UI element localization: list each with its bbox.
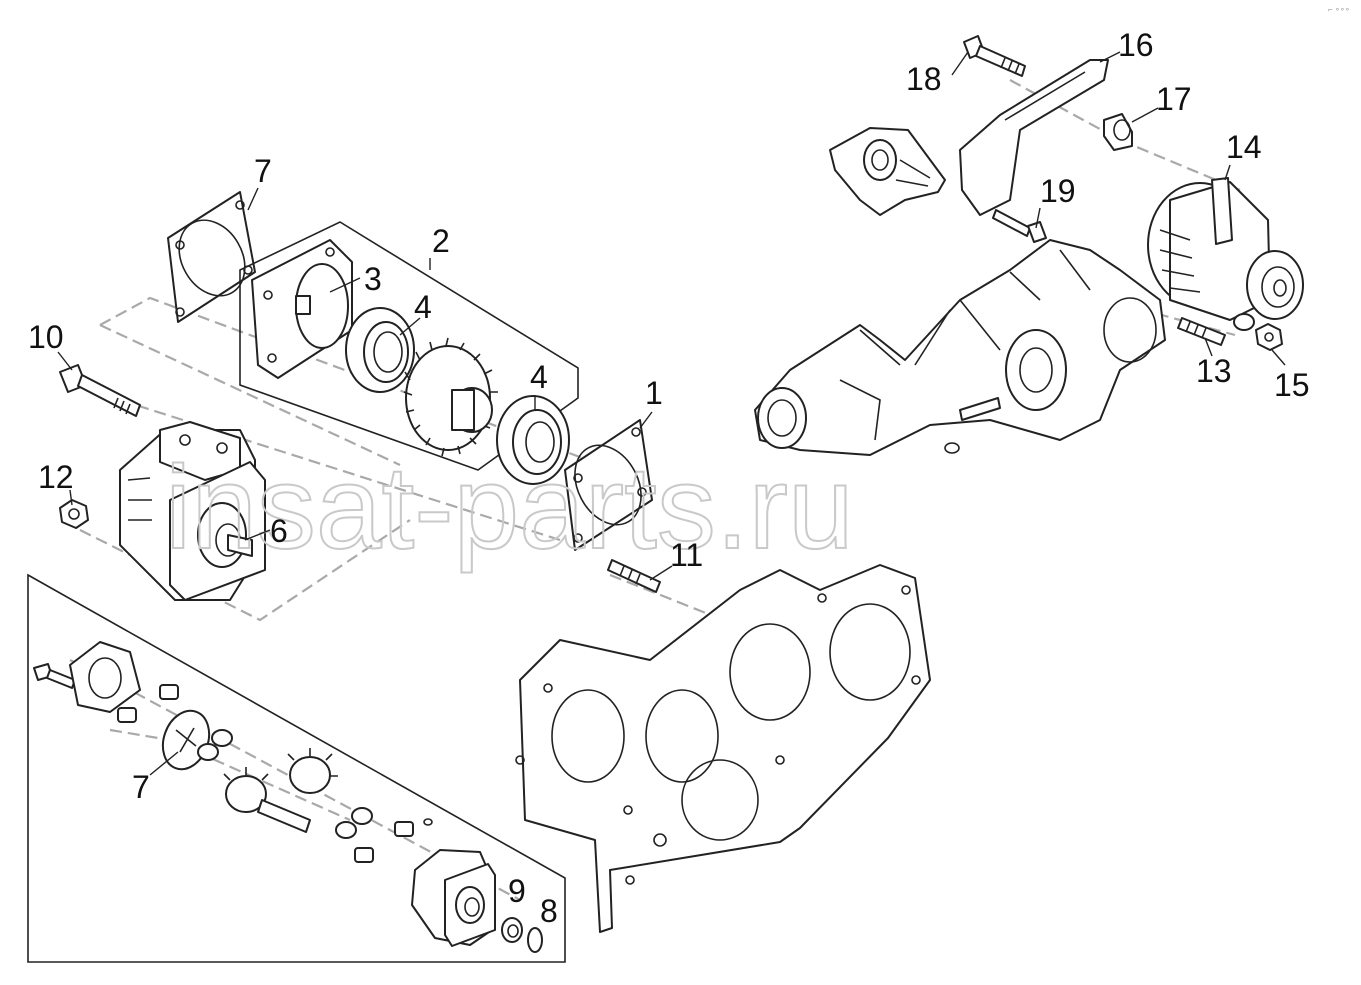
bolt-18 [963,35,1026,77]
alternator-14 [1147,177,1304,331]
callout-11: 11 [670,537,703,573]
bolt-10 [59,364,141,417]
callout-13: 13 [1196,353,1232,389]
callout-9: 9 [508,873,526,909]
gear [403,337,498,457]
callout-labels: 1 2 3 4 4 6 7 7 8 9 10 11 12 13 14 15 16… [28,27,1310,929]
nut-15 [1255,323,1283,351]
callout-2: 2 [432,223,450,259]
callout-6: 6 [270,513,288,549]
callout-18: 18 [906,61,942,97]
callout-12: 12 [38,459,74,495]
bolt-19 [992,209,1047,243]
bracket [829,127,946,216]
pump-detail-parts [33,641,543,953]
callout-8: 8 [540,893,558,929]
callout-19: 19 [1040,173,1076,209]
callout-10: 10 [28,319,64,355]
group-2-frame [239,221,579,471]
bearing-4-second [496,395,570,485]
callout-4-first: 4 [414,289,432,325]
callout-14: 14 [1226,129,1262,165]
watermark: insat-parts.ru [165,442,854,574]
adjusting-strap-16 [959,59,1109,216]
nut-12 [59,499,89,529]
callout-17: 17 [1156,81,1192,117]
spacer-17 [1103,113,1133,151]
callout-16: 16 [1118,27,1154,63]
housing-plate-3 [251,239,353,379]
leader-lines [57,51,1286,776]
callout-15: 15 [1274,367,1310,403]
stud-13 [1177,317,1226,346]
hydraulic-pump-6 [119,421,266,601]
callout-1: 1 [645,375,663,411]
callout-3: 3 [364,261,382,297]
callout-7-lower: 7 [132,769,150,805]
pump-detail-box [27,573,566,963]
callout-7-upper: 7 [254,153,272,189]
gasket-7-upper [167,191,256,323]
callout-4-second: 4 [530,359,548,395]
gasket-1 [564,419,653,551]
corner-mark: ⌐ ∘∘∘ [1328,5,1350,14]
stud-11 [607,559,661,593]
front-plate [515,564,931,933]
bearing-4-first [345,307,415,393]
timing-housing [754,239,1166,456]
